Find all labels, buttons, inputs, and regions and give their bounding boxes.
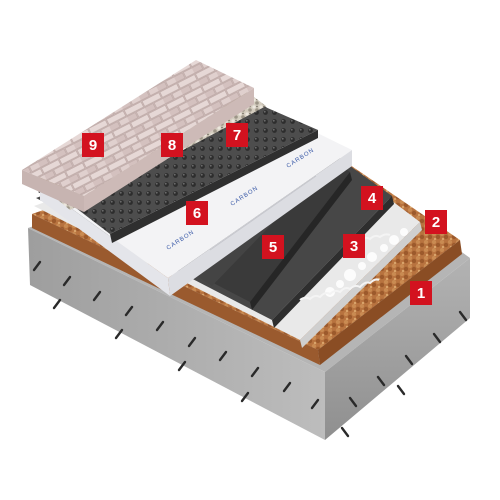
tag-8: 8: [161, 133, 183, 157]
svg-text:4: 4: [368, 190, 377, 207]
tag-5: 5: [262, 235, 284, 259]
tag-3: 3: [343, 234, 365, 258]
tag-1: 1: [410, 281, 432, 305]
svg-text:3: 3: [350, 238, 358, 255]
tag-2: 2: [425, 210, 447, 234]
layer-7-drainage-membrane: [42, 96, 318, 243]
svg-text:9: 9: [89, 137, 97, 154]
tag-7: 7: [226, 123, 248, 147]
tag-4: 4: [361, 186, 383, 210]
svg-text:7: 7: [233, 127, 241, 144]
svg-text:1: 1: [417, 285, 425, 302]
svg-text:2: 2: [432, 214, 440, 231]
svg-text:8: 8: [168, 137, 176, 154]
svg-text:6: 6: [193, 205, 201, 222]
svg-text:5: 5: [269, 239, 277, 256]
tag-6: 6: [186, 201, 208, 225]
tag-9: 9: [82, 133, 104, 157]
